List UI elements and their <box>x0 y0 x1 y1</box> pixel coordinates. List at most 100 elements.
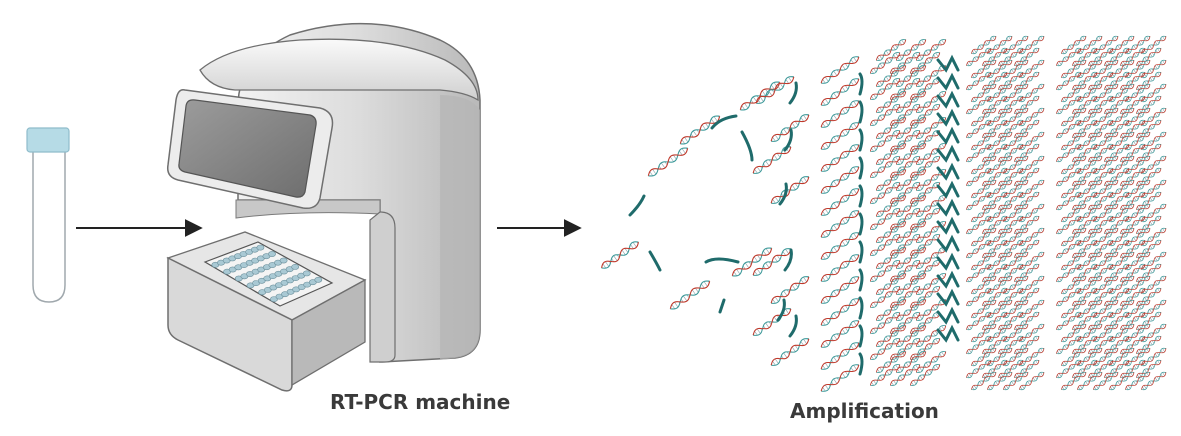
dna-helix-icon <box>1109 107 1135 127</box>
dna-helix-icon <box>971 179 997 199</box>
dna-helix-icon <box>895 117 927 139</box>
dna-helix-icon <box>966 167 992 187</box>
dna-helix-icon <box>1056 239 1082 259</box>
dna-helix-icon <box>1136 71 1162 91</box>
dna-helix-icon <box>820 56 860 84</box>
dna-helix-icon <box>770 176 810 204</box>
dna-helix-icon <box>889 208 921 230</box>
dna-helix-icon <box>820 276 860 304</box>
primer-strand <box>858 128 864 152</box>
dna-helix-icon <box>966 311 992 331</box>
dna-helix-icon <box>1077 347 1103 367</box>
dna-helix-icon <box>869 234 901 256</box>
dna-helix-icon <box>895 351 927 373</box>
primer-strand <box>858 240 864 264</box>
dna-helix-icon <box>895 91 927 113</box>
dna-helix-icon <box>1120 239 1146 259</box>
dna-helix-icon <box>1136 263 1162 283</box>
dna-helix-icon <box>820 254 860 282</box>
dna-helix-icon <box>987 107 1013 127</box>
primer-strand <box>740 130 754 162</box>
dna-helix-icon <box>875 117 907 139</box>
dna-helix-icon <box>869 156 901 178</box>
pcr-machine-icon <box>166 22 481 392</box>
dna-helix-icon <box>1003 275 1029 295</box>
well <box>279 257 288 264</box>
dna-helix-icon <box>875 65 907 87</box>
dna-helix-icon <box>915 65 947 87</box>
well <box>291 263 300 270</box>
dna-helix-icon <box>1061 299 1087 319</box>
dna-helix-icon <box>966 215 992 235</box>
primer-strand <box>776 298 786 322</box>
dna-helix-icon <box>752 248 792 276</box>
dna-helix-icon <box>971 323 997 343</box>
dna-helix-icon <box>971 83 997 103</box>
dna-helix-icon <box>895 221 927 243</box>
dna-helix-icon <box>987 179 1013 199</box>
dna-helix-icon <box>752 146 792 174</box>
dna-helix-icon <box>982 215 1008 235</box>
dna-helix-icon <box>1093 371 1119 391</box>
primer-strand <box>936 162 960 181</box>
dna-helix-icon <box>895 247 927 269</box>
primer-strand <box>788 314 798 338</box>
dna-helix-icon <box>966 191 992 211</box>
dna-helix-icon <box>895 325 927 347</box>
primer-strand <box>628 194 646 217</box>
dna-helix-icon <box>1125 371 1151 391</box>
dna-helix-icon <box>966 287 992 307</box>
dna-helix-icon <box>679 115 721 145</box>
dna-helix-icon <box>1088 239 1114 259</box>
dna-helix-icon <box>770 276 810 304</box>
dna-helix-icon <box>1141 299 1167 319</box>
dna-helix-icon <box>1088 143 1114 163</box>
dna-helix-icon <box>875 273 907 295</box>
dna-helix-icon <box>915 39 947 61</box>
dna-helix-icon <box>1141 35 1167 55</box>
dna-helix-icon <box>875 247 907 269</box>
dna-helix-icon <box>915 351 947 373</box>
dna-helix-icon <box>869 130 901 152</box>
dna-helix-icon <box>875 39 907 61</box>
dna-helix-icon <box>1125 347 1151 367</box>
dna-helix-icon <box>869 182 901 204</box>
primer-strand <box>936 90 960 109</box>
primer-strand <box>858 212 864 236</box>
dna-helix-icon <box>1056 359 1082 379</box>
primer-strand <box>936 270 960 289</box>
dna-helix-icon <box>915 143 947 165</box>
dna-helix-icon <box>1056 191 1082 211</box>
dna-helix-icon <box>1141 251 1167 271</box>
dna-helix-icon <box>1056 71 1082 91</box>
primer-strand <box>858 156 864 180</box>
dna-helix-icon <box>1109 275 1135 295</box>
primer-strand <box>710 114 738 130</box>
dna-helix-icon <box>971 275 997 295</box>
well <box>268 251 276 257</box>
dna-helix-icon <box>966 263 992 283</box>
dna-helix-icon <box>909 364 941 386</box>
dna-helix-icon <box>971 155 997 175</box>
dna-helix-icon <box>889 234 921 256</box>
dna-helix-icon <box>1077 107 1103 127</box>
dna-helix-icon <box>1056 215 1082 235</box>
dna-helix-icon <box>820 320 860 348</box>
screen-display <box>178 99 317 198</box>
dna-helix-icon <box>915 299 947 321</box>
dna-helix-icon <box>875 351 907 373</box>
primer-strand <box>858 184 864 208</box>
dna-helix-icon <box>971 299 997 319</box>
dna-helix-icon <box>869 104 901 126</box>
dna-helix-icon <box>889 156 921 178</box>
dna-helix-icon <box>1056 335 1082 355</box>
machine-label: RT-PCR machine <box>330 390 511 414</box>
primer-strand <box>788 81 798 105</box>
primer-strand <box>936 144 960 163</box>
dna-helix-icon <box>1141 323 1167 343</box>
dna-helix-icon <box>889 130 921 152</box>
dna-helix-icon <box>1003 35 1029 55</box>
dna-helix-icon <box>915 117 947 139</box>
dna-helix-icon <box>1061 107 1087 127</box>
